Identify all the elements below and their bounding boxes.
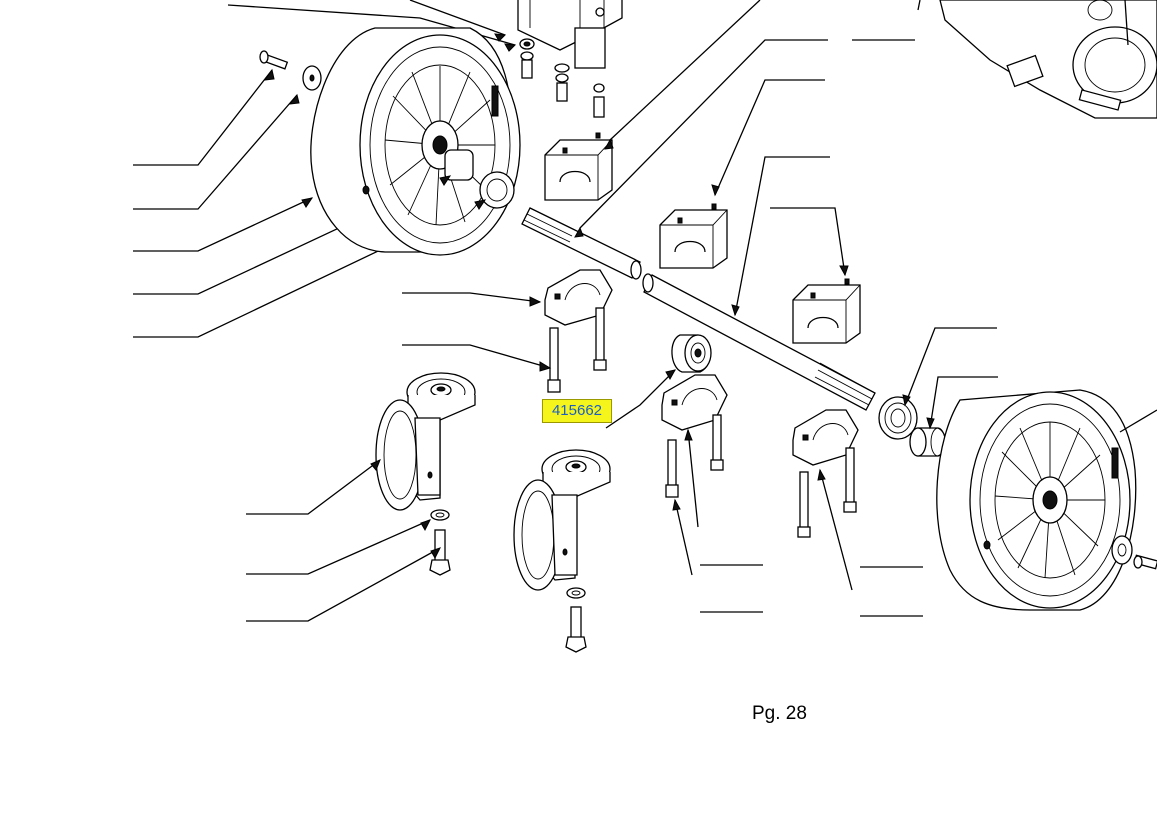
right-drive-wheel — [936, 389, 1157, 611]
axle-shafts — [521, 207, 876, 411]
bearing-blocks-lower — [544, 269, 859, 538]
axle-pin-and-washer — [259, 50, 322, 91]
caster-wheel-center — [513, 449, 611, 653]
callout-leaders-right — [579, 0, 998, 617]
callout-arrowheads — [263, 33, 935, 560]
page-number: Pg. 28 — [752, 703, 807, 724]
drive-motor — [939, 0, 1157, 119]
highlighted-part-number-label[interactable]: 415662 — [542, 399, 612, 423]
caster-wheel-left — [375, 372, 476, 576]
bushing-roller-415662 — [671, 334, 712, 373]
left-drive-wheel — [310, 27, 521, 256]
callout-leaders-left — [133, 0, 676, 622]
bearing-blocks-upper — [544, 132, 861, 344]
top-mounting-bracket — [517, 0, 623, 118]
right-bearing-and-spacer — [878, 396, 947, 457]
